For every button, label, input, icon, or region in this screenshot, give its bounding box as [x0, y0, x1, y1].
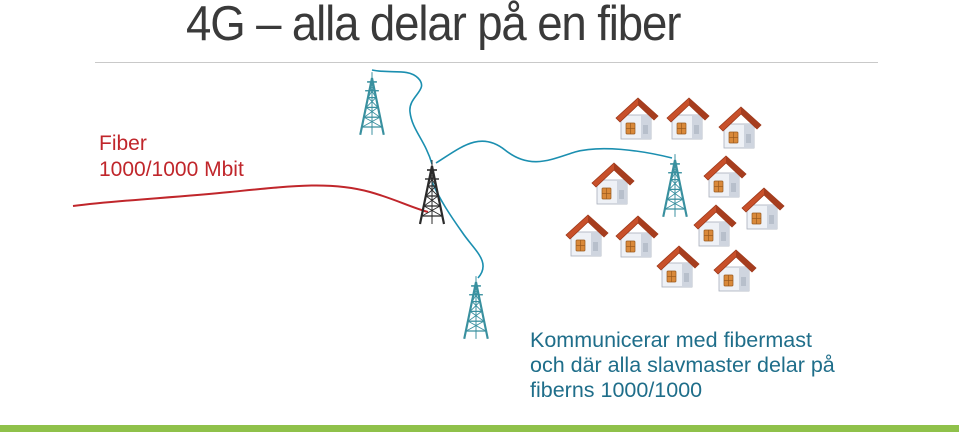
- fiber-cable: [72, 184, 429, 213]
- house-icon: [666, 97, 710, 140]
- house-icon: [565, 214, 609, 257]
- caption-line3: fiberns 1000/1000: [530, 378, 703, 402]
- house-icon: [591, 162, 635, 205]
- footer-bar: [0, 425, 959, 432]
- fiber-label-line2: 1000/1000 Mbit: [99, 158, 244, 181]
- page-title: 4G – alla delar på en fiber: [186, 0, 681, 51]
- fiber-label: Fiber 1000/1000 Mbit: [99, 131, 244, 183]
- radio-tower-icon: [463, 275, 489, 340]
- fiber-mast-icon: [418, 158, 446, 226]
- house-icon: [718, 106, 762, 149]
- house-icon: [615, 215, 659, 258]
- house-icon: [741, 187, 785, 230]
- house-icon: [703, 155, 747, 198]
- radio-tower-icon: [662, 153, 688, 218]
- fiber-label-line1: Fiber: [99, 132, 147, 155]
- house-icon: [615, 97, 659, 140]
- radio-link-bottom: [431, 181, 484, 279]
- radio-link-right: [435, 140, 673, 164]
- caption-line1: Kommunicerar med fibermast: [530, 328, 812, 352]
- title-divider: [95, 62, 878, 63]
- house-icon: [693, 204, 737, 247]
- caption-line2: och där alla slavmaster delar på: [530, 353, 835, 377]
- house-icon: [713, 249, 757, 292]
- caption: Kommunicerar med fibermast och där alla …: [530, 328, 835, 403]
- house-icon: [656, 245, 700, 288]
- radio-link-top: [371, 69, 433, 165]
- radio-tower-icon: [359, 71, 385, 136]
